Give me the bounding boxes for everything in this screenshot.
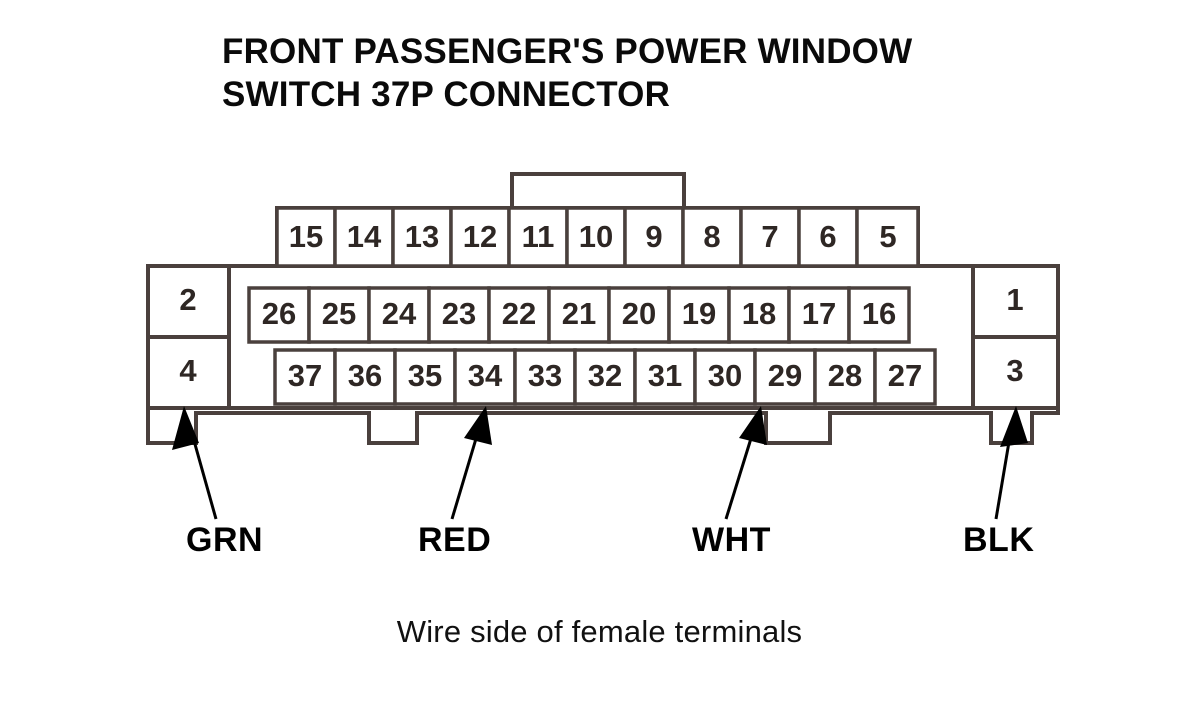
pin-label: 29 xyxy=(768,358,802,393)
pin-cell: 30 xyxy=(693,348,757,406)
pin-label: 4 xyxy=(179,353,197,388)
pin-cell: 37 xyxy=(273,348,337,406)
pin-cell: 7 xyxy=(739,206,801,268)
callout-arrow-grn xyxy=(172,406,218,520)
pin-cell: 16 xyxy=(847,286,911,344)
pin-label: 5 xyxy=(879,219,896,254)
pin-label: 1 xyxy=(1006,282,1023,317)
pin-label: 2 xyxy=(179,282,196,317)
diagram-title: FRONT PASSENGER'S POWER WINDOW SWITCH 37… xyxy=(222,32,913,115)
pin-cell: 12 xyxy=(449,206,511,268)
pin-cell: 34 xyxy=(453,348,517,406)
pin-cell: 33 xyxy=(513,348,577,406)
pin-cell: 35 xyxy=(393,348,457,406)
pin-label: 21 xyxy=(562,296,596,331)
pin-label: 37 xyxy=(288,358,322,393)
pin-label: 30 xyxy=(708,358,742,393)
connector-latch-tab xyxy=(510,172,686,210)
pin-cell: 27 xyxy=(873,348,937,406)
pin-cell: 25 xyxy=(307,286,371,344)
pin-label: 17 xyxy=(802,296,836,331)
pin-label: 32 xyxy=(588,358,622,393)
right-pin-column: 1 3 xyxy=(1006,282,1023,388)
pin-cell: 13 xyxy=(391,206,453,268)
pin-label: 34 xyxy=(468,358,503,393)
pin-label: 35 xyxy=(408,358,442,393)
pin-label: 18 xyxy=(742,296,776,331)
pin-label: 19 xyxy=(682,296,716,331)
pin-cell: 8 xyxy=(681,206,743,268)
pin-cell: 32 xyxy=(573,348,637,406)
middle-pin-row: 26 25 24 23 22 21 20 19 18 17 16 xyxy=(247,286,911,344)
pin-label: 12 xyxy=(463,219,497,254)
pin-cell: 20 xyxy=(607,286,671,344)
diagram-caption: Wire side of female terminals xyxy=(396,614,803,649)
pin-label: 31 xyxy=(648,358,682,393)
pin-label: 7 xyxy=(761,219,778,254)
pin-cell: 24 xyxy=(367,286,431,344)
pin-cell: 19 xyxy=(667,286,731,344)
left-pin-column: 2 4 xyxy=(179,282,197,388)
wire-label-grn: GRN xyxy=(186,521,264,559)
pin-cell: 21 xyxy=(547,286,611,344)
pin-cell: 31 xyxy=(633,348,697,406)
pin-cell: 17 xyxy=(787,286,851,344)
pin-label: 25 xyxy=(322,296,356,331)
pin-label: 16 xyxy=(862,296,896,331)
pin-cell: 15 xyxy=(275,206,337,268)
pin-cell: 11 xyxy=(507,206,569,268)
pin-cell: 36 xyxy=(333,348,397,406)
pin-label: 23 xyxy=(442,296,476,331)
pin-label: 26 xyxy=(262,296,296,331)
pin-cell: 10 xyxy=(565,206,627,268)
pin-cell: 28 xyxy=(813,348,877,406)
top-pin-row: 15 14 13 12 11 10 9 8 7 6 5 xyxy=(275,206,920,268)
pin-cell: 14 xyxy=(333,206,395,268)
pin-label: 24 xyxy=(382,296,417,331)
pin-label: 20 xyxy=(622,296,656,331)
wire-label-blk: BLK xyxy=(963,521,1035,559)
pin-label: 9 xyxy=(645,219,662,254)
bottom-pin-row: 37 36 35 34 33 32 31 30 29 28 27 xyxy=(273,348,937,406)
pin-cell: 26 xyxy=(247,286,311,344)
pin-label: 13 xyxy=(405,219,439,254)
pin-label: 27 xyxy=(888,358,922,393)
pin-label: 15 xyxy=(289,219,323,254)
pin-cell: 5 xyxy=(855,206,920,268)
wire-label-wht: WHT xyxy=(692,521,771,559)
pin-label: 36 xyxy=(348,358,382,393)
pin-label: 14 xyxy=(347,219,382,254)
pin-label: 28 xyxy=(828,358,862,393)
pin-cell: 23 xyxy=(427,286,491,344)
wire-label-red: RED xyxy=(418,521,492,559)
pin-label: 11 xyxy=(522,219,555,254)
pin-cell: 6 xyxy=(797,206,859,268)
pin-label: 8 xyxy=(703,219,720,254)
callout-arrow-wht xyxy=(724,406,767,520)
callout-arrow-blk xyxy=(994,406,1028,520)
callout-arrow-red xyxy=(450,406,492,520)
pin-cell: 29 xyxy=(753,348,817,406)
connector-bottom-skirt xyxy=(146,406,1060,445)
pin-label: 22 xyxy=(502,296,536,331)
pin-label: 3 xyxy=(1006,353,1023,388)
pin-label: 33 xyxy=(528,358,562,393)
pin-cell: 9 xyxy=(623,206,685,268)
pin-label: 6 xyxy=(819,219,836,254)
pin-cell: 22 xyxy=(487,286,551,344)
pin-cell: 18 xyxy=(727,286,791,344)
pin-label: 10 xyxy=(579,219,613,254)
